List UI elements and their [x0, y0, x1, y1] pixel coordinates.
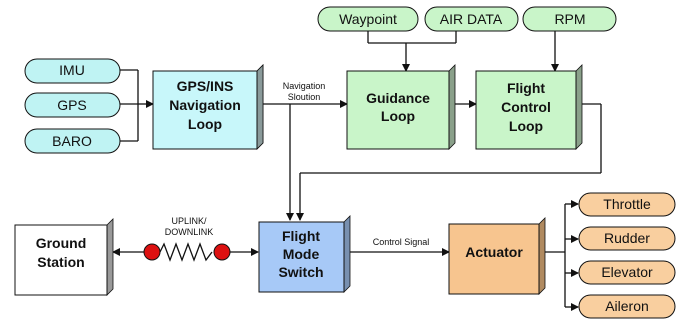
- input-gps-label: GPS: [57, 97, 87, 113]
- control-signal-label: Control Signal: [373, 237, 430, 247]
- flight-mode-line2: Mode: [283, 246, 320, 262]
- connectors: [112, 31, 602, 311]
- flight-control-line3: Loop: [509, 118, 543, 134]
- flight-mode-switch-block: Flight Mode Switch: [258, 215, 351, 293]
- output-throttle-label: Throttle: [603, 196, 651, 212]
- output-throttle: Throttle: [578, 192, 676, 217]
- nav-loop-line3: Loop: [188, 116, 222, 132]
- flight-control-loop-block: Flight Control Loop: [475, 64, 583, 150]
- input-waypoint: Waypoint: [317, 6, 419, 32]
- output-aileron: Aileron: [578, 294, 676, 319]
- input-imu: IMU: [24, 58, 121, 84]
- actuator-block: Actuator: [448, 217, 546, 295]
- output-rudder: Rudder: [578, 226, 676, 251]
- output-aileron-label: Aileron: [605, 298, 649, 314]
- input-air-data-label: AIR DATA: [440, 11, 503, 27]
- input-baro: BARO: [24, 128, 121, 154]
- input-rpm-label: RPM: [554, 11, 585, 27]
- guidance-loop-block: Guidance Loop: [346, 64, 456, 150]
- ground-station-block: Ground Station: [14, 218, 114, 296]
- output-elevator: Elevator: [578, 260, 676, 285]
- input-air-data: AIR DATA: [424, 6, 519, 32]
- nav-loop-block: GPS/INS Navigation Loop: [152, 64, 264, 150]
- nav-loop-line1: GPS/INS: [177, 78, 234, 94]
- navigation-solution-line1: Navigation: [283, 81, 326, 91]
- navigation-solution-line2: Sloution: [288, 92, 321, 102]
- input-gps: GPS: [24, 92, 121, 118]
- ground-station-line1: Ground: [36, 235, 87, 251]
- uplink-dot-left: [143, 243, 161, 261]
- output-rudder-label: Rudder: [604, 230, 650, 246]
- nav-loop-line2: Navigation: [169, 97, 241, 113]
- input-baro-label: BARO: [52, 133, 92, 149]
- input-imu-label: IMU: [59, 62, 85, 78]
- flight-control-line2: Control: [501, 99, 551, 115]
- ground-station-line2: Station: [37, 254, 84, 270]
- flight-control-line1: Flight: [507, 80, 545, 96]
- flight-mode-line1: Flight: [282, 228, 320, 244]
- actuator-label: Actuator: [465, 244, 523, 260]
- uplink-downlink-line1: UPLINK/: [171, 216, 207, 226]
- guidance-loop-line1: Guidance: [366, 90, 430, 106]
- uplink-downlink-line2: DOWNLINK: [165, 227, 214, 237]
- input-rpm: RPM: [522, 6, 617, 32]
- flight-mode-line3: Switch: [278, 264, 323, 280]
- input-waypoint-label: Waypoint: [339, 11, 397, 27]
- guidance-loop-line2: Loop: [381, 108, 415, 124]
- output-elevator-label: Elevator: [601, 264, 653, 280]
- uplink-dot-right: [213, 243, 231, 261]
